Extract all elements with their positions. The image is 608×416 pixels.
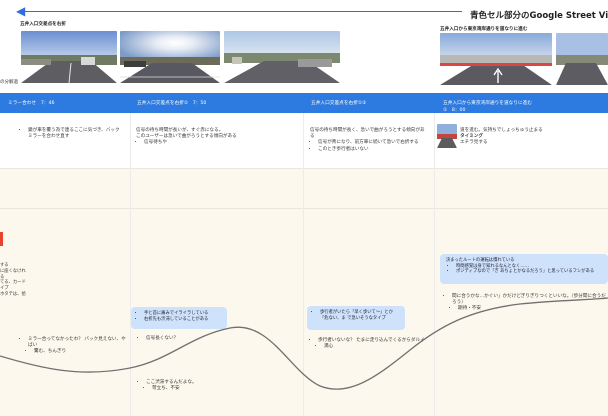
column-divider xyxy=(130,113,131,416)
page-title: 青色セル部分のGoogle Street View xyxy=(470,11,608,21)
streetview-photo-3[interactable] xyxy=(224,31,340,83)
accent-marker xyxy=(0,232,3,246)
note-col4: 道を進む。気持ちでしょっちゅう止まる タイミング エチラ見する xyxy=(460,128,608,147)
bubble-item: 手と首に痛みでイライラしている xyxy=(144,311,221,317)
note-col3: 信号の待ち時間が長く、急いで曲がろうとする傾向がある 信号が青になり、前方車に続… xyxy=(310,128,428,153)
bubble-route-habit: 決まったルートの運転は慣れている 時間感覚は身で知れるなんとなく…… ポジティブ… xyxy=(440,254,608,284)
bubble-item: 時間感覚は身で知れるなんとなく…… xyxy=(456,264,602,270)
emotion-item: 満心 xyxy=(324,344,428,350)
note-col2: 信号の待ち時間が長いが、すぐ赤になる。 このユーザーは急いで曲がろうとする傾向が… xyxy=(136,128,296,147)
edge-text: ホタテは、拾 xyxy=(0,291,26,297)
step-right-turn-1[interactable]: 五井入口交差点を右折① 7：50 xyxy=(137,101,207,106)
bubble-pedestrian: 歩行者がいたら「早く歩いて～」とか「危ない、ま で急いそうなタイプ xyxy=(307,306,405,330)
step-bayshore-road[interactable]: 五井入口から東京湾岸通りを道なりに進む xyxy=(443,101,533,106)
streetview-photo-1[interactable] xyxy=(21,31,117,83)
emotion-col1: ミラー合ってなかったわ？ バック見えない、やばい 驚む、ちんぎり xyxy=(20,337,128,356)
left-edge-notes: する に座くなけれ る てる、カード イプ ホタテは、拾 xyxy=(0,263,26,298)
edge-text: イプ xyxy=(0,286,9,292)
emotion-item: 驚む、ちんぎり xyxy=(34,349,128,355)
note-item: 信号待ちや xyxy=(144,140,296,146)
emotion-item: 間に合うかな…かぐい」かだけどぎりぎりつくといいな。（歩分間に合うだろう） xyxy=(452,294,608,306)
edge-text: に座くなけれ xyxy=(0,268,26,274)
side-label: の分解過 xyxy=(0,80,18,85)
emotion-col4: 間に合うかな…かぐい」かだけどぎりぎりつくといいな。（歩分間に合うだろう） 期待… xyxy=(444,294,608,313)
note-text: このユーザーは急いで曲がろうとする傾向がある xyxy=(136,134,237,140)
step-mirror[interactable]: ミラー合わせ 7：46 xyxy=(8,101,55,106)
bubble-item: 歩行者がいたら「早く歩いて～」とか「危ない、ま で急いそうなタイプ xyxy=(320,310,399,321)
note-text: 信号の待ち時間が長いが、すぐ赤になる。 xyxy=(136,128,224,133)
emotion-item: ミラー合ってなかったわ？ バック見えない、やばい xyxy=(28,337,128,349)
note-text: 道を進む。気持ちでしょっちゅう止まる xyxy=(460,128,543,133)
bubble-irritation: 手と首に痛みでイライラしている 右折先も渋滞していることがある xyxy=(131,307,227,329)
row-divider xyxy=(0,208,608,209)
column-divider xyxy=(303,113,304,416)
bubble-title: 決まったルートの運転は慣れている xyxy=(446,258,515,263)
streetview-photo-5[interactable] xyxy=(556,33,608,85)
note-text: エチラ見する xyxy=(460,140,488,146)
bubble-item: ポジティブなので「ぎ あちょとかなるだろう」と思っているフシがある xyxy=(456,269,602,275)
row-divider xyxy=(0,168,608,169)
bubble-item: 右折先も渋滞していることがある xyxy=(144,317,221,323)
streetview-thumbnail[interactable] xyxy=(437,124,457,148)
note-item: 信号が青になり、前方車に続いて急いで右折する xyxy=(318,140,428,146)
back-arrow-icon: ◀ xyxy=(16,4,26,18)
strip-label-right: 五井入口から東京湾岸通りを道なりに進む xyxy=(440,27,528,32)
step-right-turn-2[interactable]: 五井入口交差点を右折①② xyxy=(311,101,367,106)
edge-text: する xyxy=(0,263,9,268)
emotion-col2: 信号長くない？ xyxy=(138,336,258,342)
emotion-col3: 歩行者いないな？ たまに走り込んでくるからダルイ 満心 xyxy=(310,338,428,350)
emotion-item: 期待・不安 xyxy=(458,306,608,312)
step-band xyxy=(0,93,608,113)
note-item: 鏡が車を覆う為で連るここに気づき、バックミラーを合わせ直す xyxy=(28,128,124,140)
header-line xyxy=(22,11,462,12)
streetview-photo-4[interactable] xyxy=(440,33,552,85)
emotion-item: 苛立ち、不安 xyxy=(152,386,258,392)
strip-label-left: 五井入口交差点を右折 xyxy=(20,22,66,27)
emotion-item: ここ渋滞するんだよな。 xyxy=(146,380,258,386)
note-text: タイミング xyxy=(460,134,483,140)
emotion-col2-low: ここ渋滞するんだよな。 苛立ち、不安 xyxy=(138,380,258,392)
note-col1: 鏡が車を覆う為で連るここに気づき、バックミラーを合わせ直す xyxy=(20,128,124,140)
edge-text: てる、カード xyxy=(0,280,26,286)
column-divider xyxy=(434,113,435,416)
note-item: このとき歩行者はいない xyxy=(318,147,428,153)
note-text: 信号の待ち時間が長く、急いで曲がろうとする傾向がある xyxy=(310,128,425,140)
emotion-item: 歩行者いないな？ たまに走り込んでくるからダルイ xyxy=(318,338,428,344)
emotion-item: 信号長くない？ xyxy=(146,336,258,342)
step-bayshore-time: ① 8：00 xyxy=(443,108,466,113)
edge-text: る xyxy=(0,274,5,280)
streetview-photo-2[interactable] xyxy=(120,31,220,83)
